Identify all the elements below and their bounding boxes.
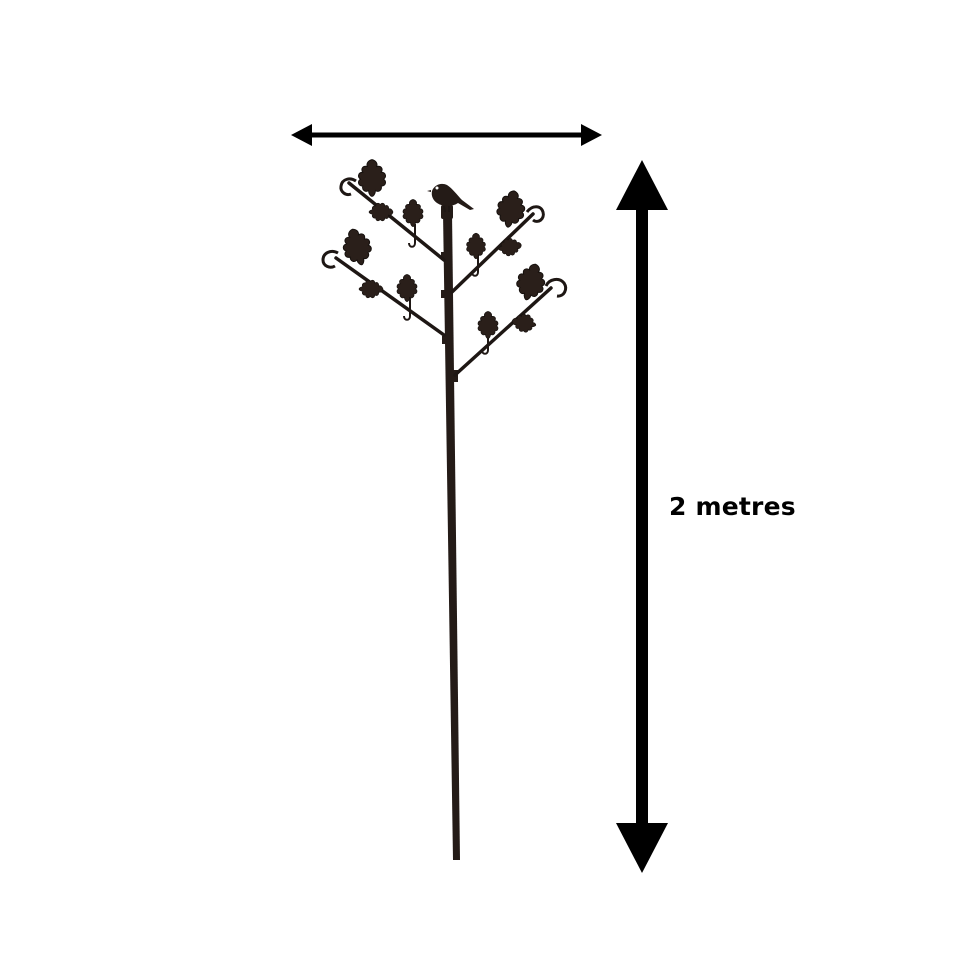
width-arrow [291, 124, 602, 146]
height-arrow [616, 160, 668, 873]
hanging-hooks [403, 224, 489, 355]
curled-hooks [321, 177, 568, 298]
branches [334, 181, 553, 377]
bird-icon [427, 183, 474, 213]
main-pole [443, 212, 460, 860]
height-label: 2 metres [669, 492, 796, 521]
feeding-station [321, 159, 568, 860]
